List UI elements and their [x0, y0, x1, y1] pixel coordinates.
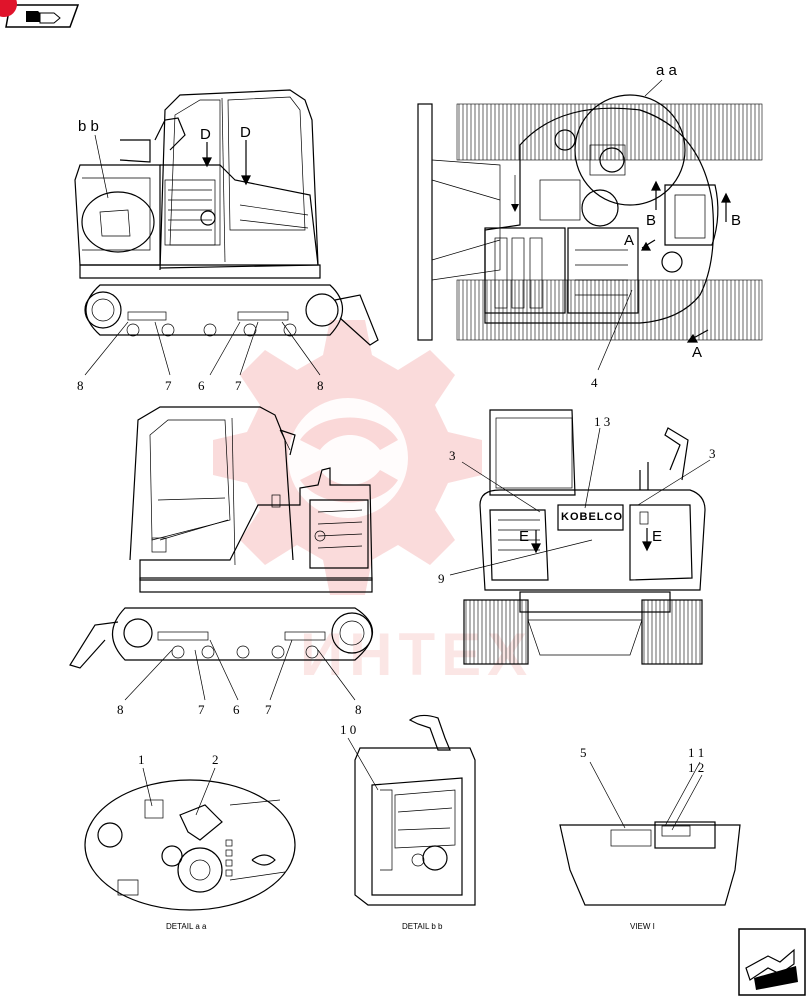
page-marker: [0, 0, 17, 17]
brand-badge: KOBELCO: [561, 511, 623, 523]
callout-view-i-1: 1 1: [688, 745, 705, 760]
view-i: [559, 761, 741, 906]
callout-det-aa-0: 1: [138, 752, 145, 767]
arrow-label-a1: A: [624, 232, 635, 249]
callout-view-i-2: 1 2: [688, 760, 705, 775]
detail-bb: [347, 714, 476, 906]
top-view-right: [417, 79, 763, 371]
callout-ml-0: 8: [117, 702, 124, 717]
callout-mr-3: 9: [438, 571, 445, 586]
callout-mr-2: 3: [709, 446, 716, 461]
caption-detail-aa: DETAIL a a: [166, 922, 207, 931]
arrow-label-e2: E: [652, 528, 663, 545]
arrow-label-a2: A: [692, 344, 703, 361]
rear-view: [449, 409, 711, 665]
callout-ml-2: 6: [233, 702, 240, 717]
callout-det-aa-1: 2: [212, 752, 219, 767]
detail-aa: [84, 767, 296, 911]
arrow-label-b1: B: [646, 212, 657, 229]
side-view-right: [69, 406, 373, 701]
next-page-arrow-icon[interactable]: [738, 928, 806, 996]
callout-view-i-0: 5: [580, 745, 587, 760]
callout-tr-0: 4: [591, 375, 598, 390]
arrow-label-e1: E: [519, 528, 530, 545]
side-view-left: [74, 89, 379, 376]
callout-tl-1: 7: [165, 378, 172, 393]
callout-ml-3: 7: [265, 702, 272, 717]
callout-mr-1: 1 3: [594, 414, 611, 429]
detail-ref-bb: b b: [78, 118, 99, 135]
callout-mr-0: 3: [449, 448, 456, 463]
caption-detail-bb: DETAIL b b: [402, 922, 443, 931]
callout-ml-4: 8: [355, 702, 362, 717]
arrow-label-d1: D: [200, 126, 211, 143]
callout-tl-2: 6: [198, 378, 205, 393]
arrow-label-d2: D: [240, 124, 251, 141]
callout-det-bb-0: 1 0: [340, 722, 357, 737]
detail-ref-aa: a a: [656, 62, 677, 79]
callout-tl-0: 8: [77, 378, 84, 393]
callout-tl-4: 8: [317, 378, 324, 393]
callout-ml-1: 7: [198, 702, 205, 717]
caption-view-i: VIEW I: [630, 922, 655, 931]
callout-tl-3: 7: [235, 378, 242, 393]
arrow-label-b2: B: [731, 212, 742, 229]
back-arrow-icon[interactable]: [4, 2, 80, 30]
